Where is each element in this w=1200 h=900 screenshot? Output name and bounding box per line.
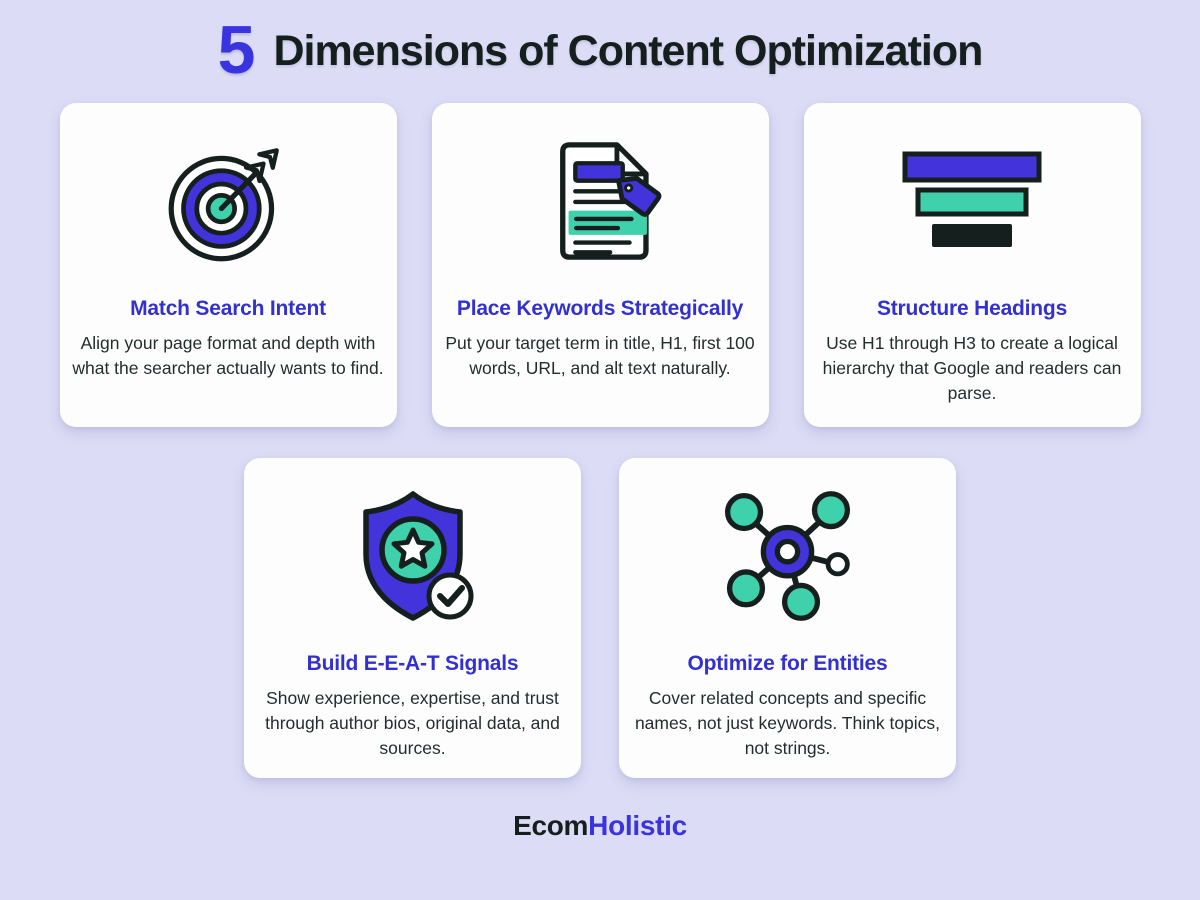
page-title: 5 Dimensions of Content Optimization <box>0 0 1200 84</box>
card-description: Use H1 through H3 to create a logical hi… <box>822 333 1122 403</box>
card-title: Match Search Intent <box>130 297 326 320</box>
title-number: 5 <box>217 12 256 89</box>
card-title: Optimize for Entities <box>687 652 888 675</box>
brand-name-dark: Ecom <box>513 810 589 841</box>
document-tag-icon <box>525 131 675 271</box>
brand-logo: EcomHolistic <box>0 810 1200 842</box>
card-description: Put your target term in title, H1, first… <box>445 333 755 378</box>
cards-row-1: Match Search Intent Align your page form… <box>0 103 1200 427</box>
card-title: Place Keywords Strategically <box>456 297 744 320</box>
cards-row-2: Build E-E-A-T Signals Show experience, e… <box>0 458 1200 778</box>
card-description: Show experience, expertise, and trust th… <box>265 688 560 758</box>
card-title: Structure Headings <box>876 297 1068 320</box>
card-description: Align your page format and depth with wh… <box>72 333 384 378</box>
shield-star-check-icon <box>347 486 479 626</box>
card-place-keywords: Place Keywords Strategically Put your ta… <box>431 103 769 427</box>
card-description: Cover related concepts and specific name… <box>634 688 941 758</box>
card-structure-headings: Structure Headings Use H1 through H3 to … <box>803 103 1141 427</box>
card-match-search-intent: Match Search Intent Align your page form… <box>59 103 397 427</box>
card-eeat-signals: Build E-E-A-T Signals Show experience, e… <box>244 458 581 778</box>
entity-network-icon <box>715 486 860 626</box>
brand-name-accent: Holistic <box>588 810 687 841</box>
target-arrow-icon <box>157 131 299 271</box>
heading-bars-icon <box>897 131 1047 271</box>
card-optimize-entities: Optimize for Entities Cover related conc… <box>619 458 956 778</box>
card-title: Build E-E-A-T Signals <box>306 652 519 675</box>
title-text: Dimensions of Content Optimization <box>273 26 983 75</box>
